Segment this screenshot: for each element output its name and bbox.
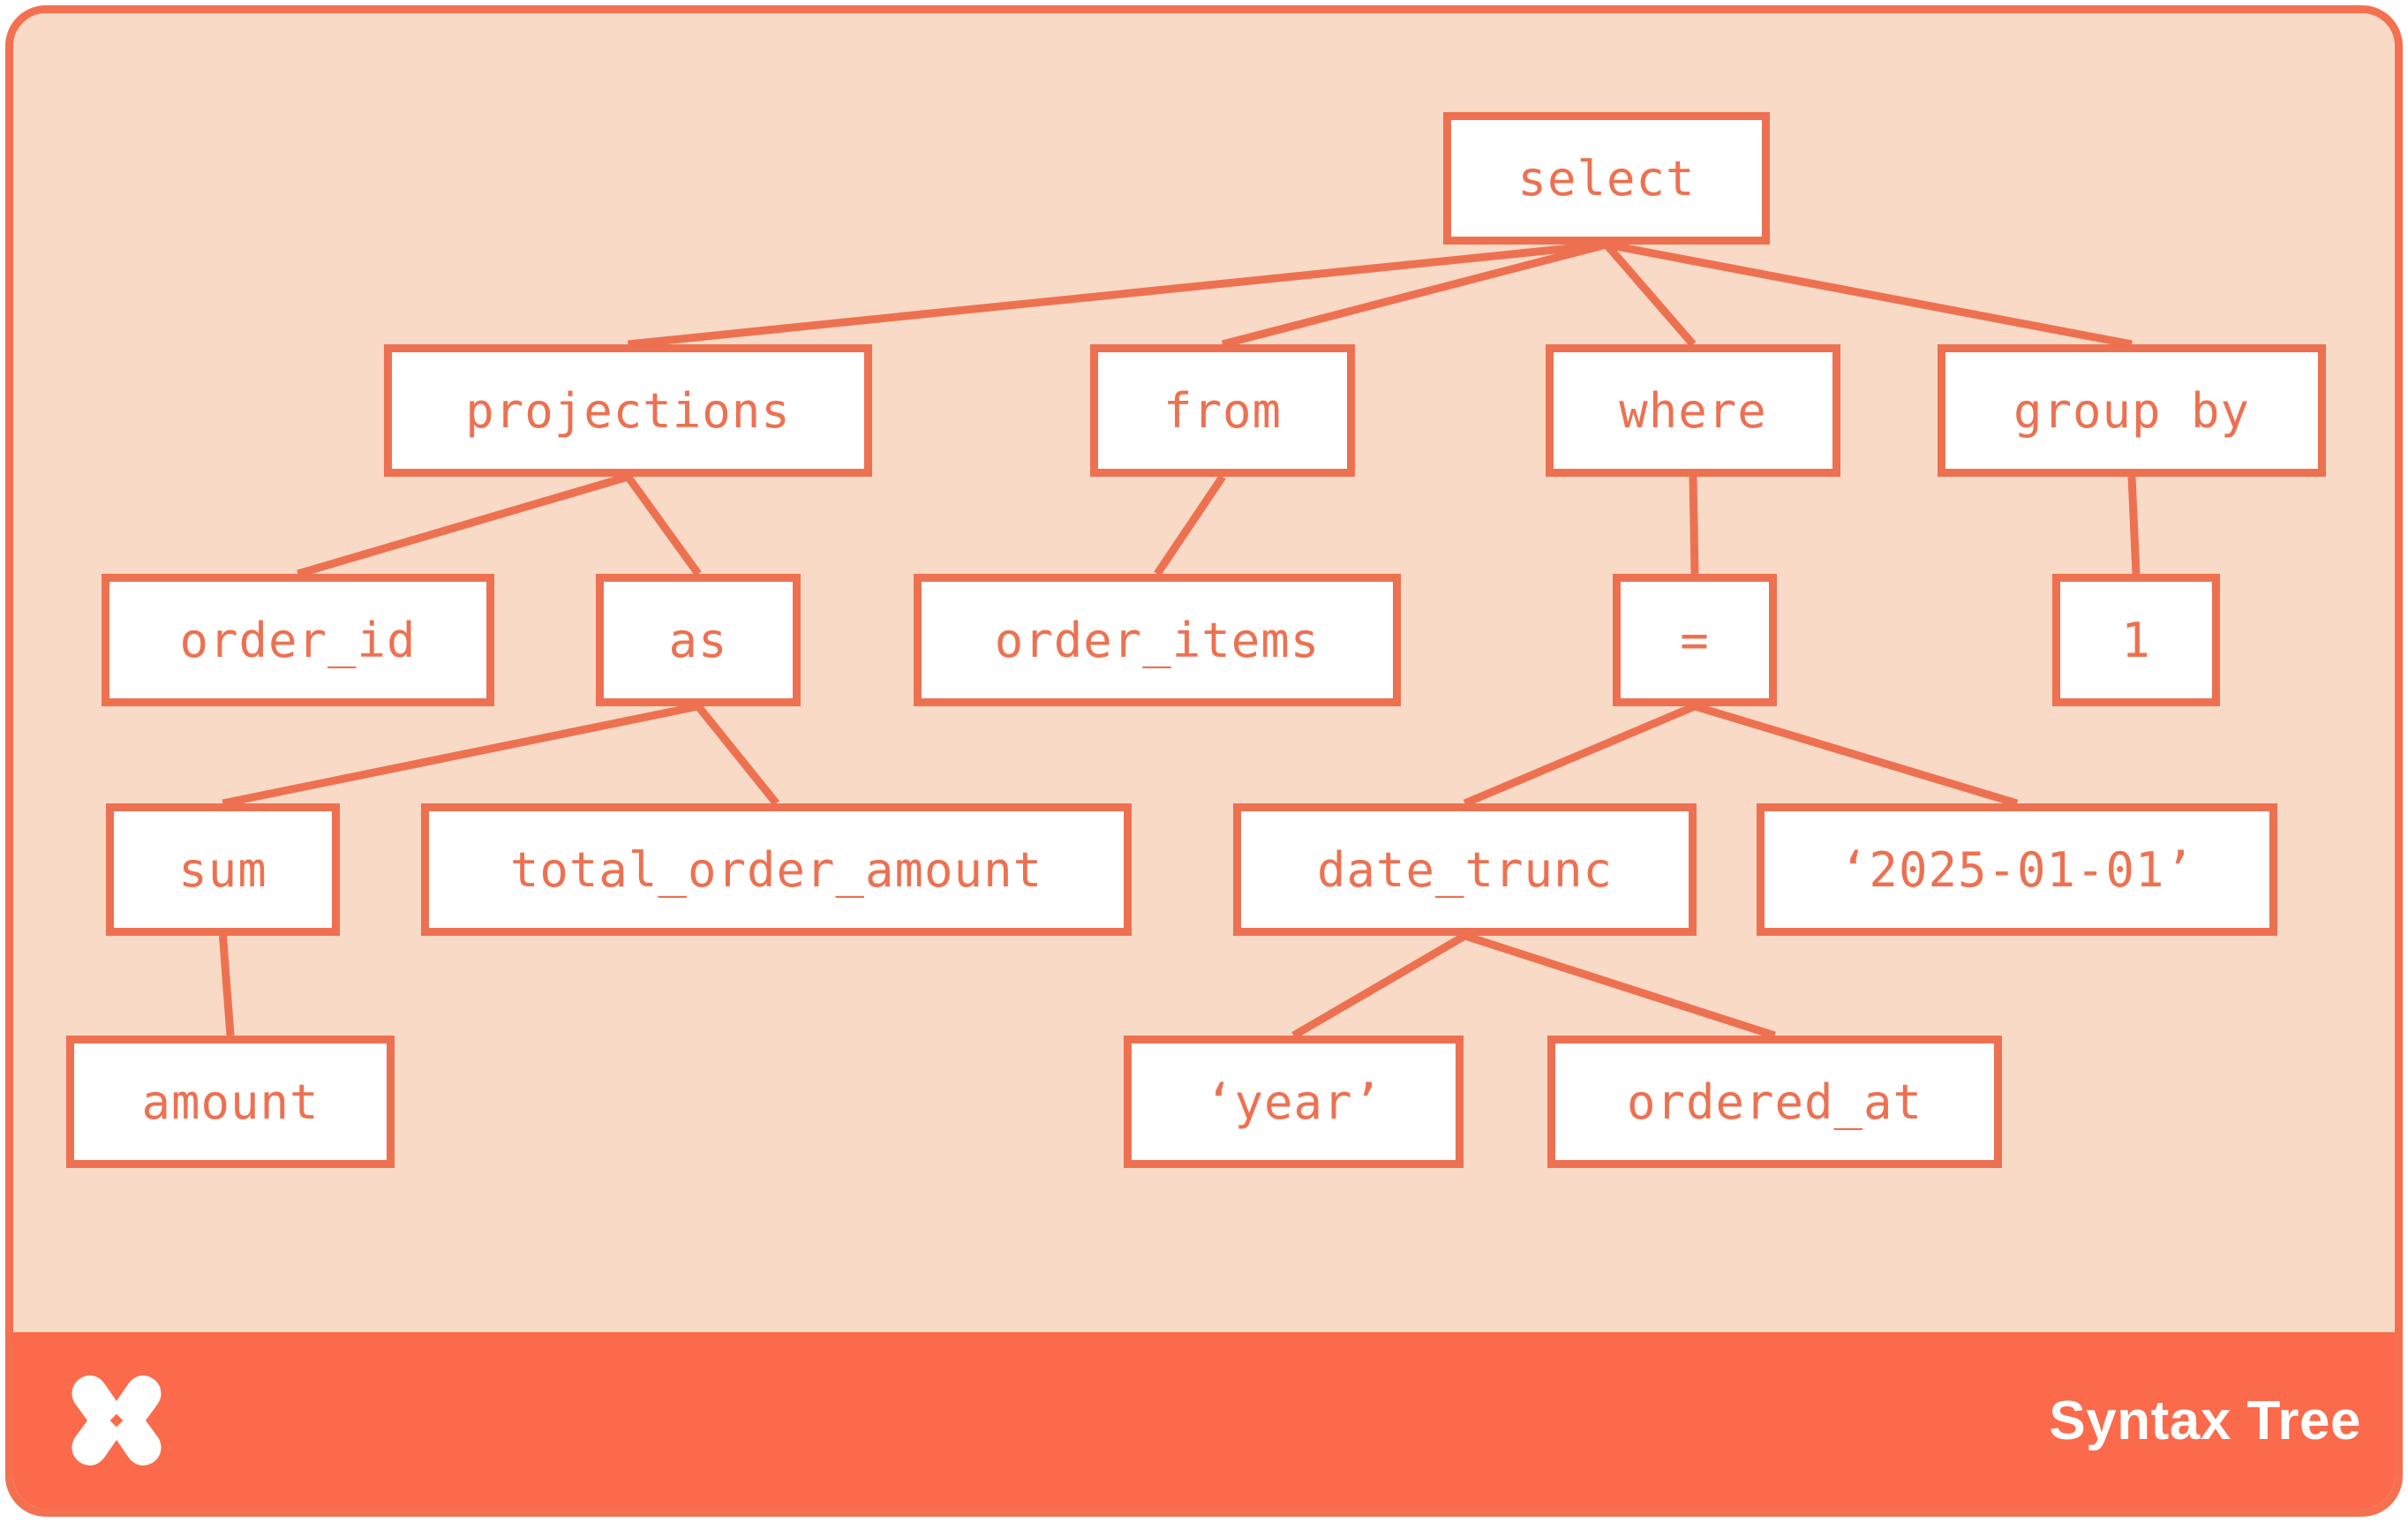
tree-edge-group_by-to-one [2127,476,2141,575]
tree-node-date_literal[interactable]: ‘2025-01-01’ [1757,803,2277,936]
tree-edge-projections-to-as [624,474,702,576]
tree-edge-as-to-sum [222,702,699,808]
page-title: Syntax Tree [2049,1390,2361,1451]
tree-edge-as-to-total_order_amount [695,704,780,806]
tree-edge-select-to-group_by [1606,240,2133,349]
tree-node-date_trunc[interactable]: date_trunc [1233,803,1697,936]
tree-edge-select-to-where [1603,242,1697,347]
tree-node-order_items[interactable]: order_items [914,574,1401,706]
x-star-logo-icon [71,1375,162,1465]
tree-edge-date_trunc-to-ordered_at [1464,931,1776,1040]
tree-edge-eq-to-date_literal [1693,702,2019,808]
tree-edge-select-to-projections [628,240,1607,349]
tree-node-ordered_at[interactable]: ordered_at [1547,1036,2002,1168]
tree-node-as[interactable]: as [596,574,801,706]
tree-edge-sum-to-amount [219,935,235,1036]
tree-edge-where-to-eq [1689,476,1699,575]
tree-canvas: select projections from where group by order_… [13,13,2395,1359]
tree-node-total_order_amount[interactable]: total_order_amount [421,803,1132,936]
tree-edge-from-to-order_items [1154,474,1226,576]
tree-node-year_literal[interactable]: ‘year’ [1124,1036,1464,1168]
tree-node-sum[interactable]: sum [106,803,340,936]
footer-bar: Syntax Tree [13,1332,2395,1509]
tree-edge-date_trunc-to-year_literal [1291,932,1467,1039]
tree-edge-select-to-from [1221,240,1608,349]
tree-edge-eq-to-date_trunc [1463,702,1697,808]
tree-node-group_by[interactable]: group by [1938,344,2326,477]
tree-node-projections[interactable]: projections [384,344,872,477]
tree-node-where[interactable]: where [1546,344,1840,477]
tree-edge-projections-to-order_id [297,472,629,578]
tree-node-order_id[interactable]: order_id [102,574,494,706]
tree-node-amount[interactable]: amount [66,1036,395,1168]
diagram-frame: select projections from where group by order_… [5,5,2403,1517]
tree-node-one[interactable]: 1 [2052,574,2220,706]
tree-node-from[interactable]: from [1090,344,1355,477]
tree-node-eq[interactable]: = [1613,574,1777,706]
tree-node-select[interactable]: select [1443,112,1770,245]
